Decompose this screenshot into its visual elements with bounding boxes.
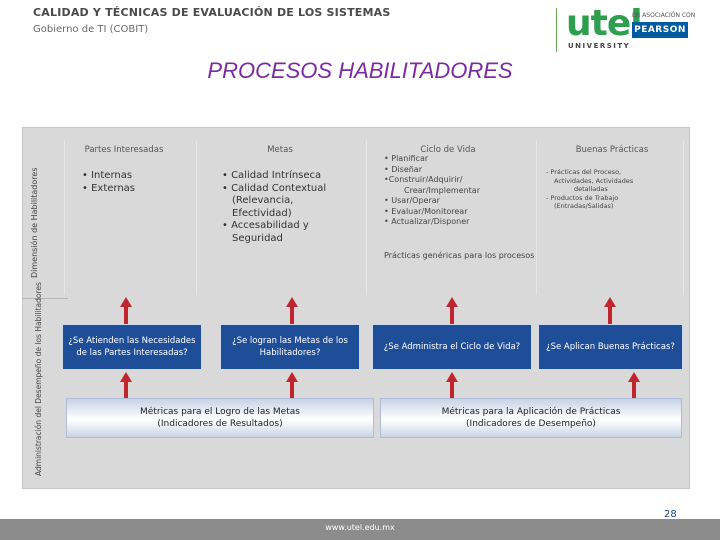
goals-list: • Calidad Intrínseca • Calidad Contextua… bbox=[222, 170, 362, 245]
list-item: • Calidad Intrínseca bbox=[222, 170, 322, 181]
column-good-practices bbox=[536, 140, 684, 295]
slide-title: PROCESOS HABILITADORES bbox=[207, 58, 513, 83]
header-title: CALIDAD Y TÉCNICAS DE EVALUACIÓN DE LOS … bbox=[33, 6, 391, 19]
pearson-logo: PEARSON bbox=[632, 22, 688, 38]
metric-performance: Métricas para la Aplicación de Prácticas… bbox=[380, 398, 682, 438]
good-practices-list: - Prácticas del Proceso, Actividades, Ac… bbox=[546, 168, 676, 211]
list-item: Efectividad) bbox=[232, 207, 292, 219]
footer-url[interactable]: www.utel.edu.mx bbox=[325, 523, 395, 532]
stakeholders-list: • Internas • Externas bbox=[82, 170, 135, 195]
header-subtitle: Gobierno de TI (COBIT) bbox=[33, 24, 149, 35]
question-stakeholders: ¿Se Atienden las Necesidades de las Part… bbox=[62, 324, 202, 370]
list-item: Actividades, Actividades bbox=[554, 176, 634, 185]
utel-university-label: UNIVERSITY bbox=[568, 42, 631, 50]
list-item: detalladas bbox=[574, 185, 608, 193]
list-item: • Diseñar bbox=[384, 164, 422, 174]
list-item: • Calidad Contextual bbox=[222, 182, 327, 194]
list-item: • Evaluar/Monitorear bbox=[384, 206, 468, 216]
list-item: • Accesabilidad y bbox=[222, 220, 309, 231]
utel-logo: utel bbox=[566, 3, 643, 44]
question-goals: ¿Se logran las Metas de los Habilitadore… bbox=[220, 324, 360, 370]
partner-tag: EN ASOCIACIÓN CON bbox=[632, 12, 696, 19]
list-item: • Planificar bbox=[384, 154, 429, 163]
lifecycle-list: • Planificar • Diseñar •Construir/Adquir… bbox=[384, 154, 534, 228]
list-item: • Externas bbox=[82, 182, 135, 194]
question-lifecycle: ¿Se Administra el Ciclo de Vida? bbox=[372, 324, 532, 370]
list-item: - Prácticas del Proceso, bbox=[546, 168, 622, 176]
heading-lifecycle: Ciclo de Vida bbox=[420, 145, 476, 155]
list-item: - Productos de Trabajo bbox=[546, 193, 619, 202]
list-item: Crear/Implementar bbox=[404, 185, 480, 195]
page-number: 28 bbox=[664, 509, 677, 520]
footer-bar bbox=[0, 519, 720, 540]
column-goals bbox=[196, 140, 368, 295]
list-item: • Usar/Operar bbox=[384, 196, 440, 205]
question-good-practices: ¿Se Aplican Buenas Prácticas? bbox=[538, 324, 683, 370]
list-item: Seguridad bbox=[232, 232, 283, 244]
list-item: (Entradas/Salidas) bbox=[554, 202, 614, 210]
logo-divider bbox=[556, 8, 557, 52]
heading-stakeholders: Partes Interesadas bbox=[84, 145, 164, 155]
heading-good-practices: Buenas Prácticas bbox=[575, 145, 649, 155]
side-label-performance: Administración del Desempeño de los Habi… bbox=[34, 282, 43, 476]
column-stakeholders bbox=[64, 140, 198, 295]
list-item: •Construir/Adquirir/ bbox=[384, 175, 463, 184]
metric-results: Métricas para el Logro de las Metas (Ind… bbox=[66, 398, 374, 438]
list-item: (Relevancia, bbox=[232, 195, 294, 206]
side-label-divider bbox=[22, 298, 68, 299]
heading-goals: Metas bbox=[267, 145, 293, 155]
list-item: • Actualizar/Disponer bbox=[384, 217, 470, 226]
lifecycle-footer: Prácticas genéricas para los procesos bbox=[384, 251, 535, 260]
list-item: • Internas bbox=[82, 170, 133, 181]
side-label-dimension: Dimensión de Habilitadores bbox=[30, 167, 39, 279]
